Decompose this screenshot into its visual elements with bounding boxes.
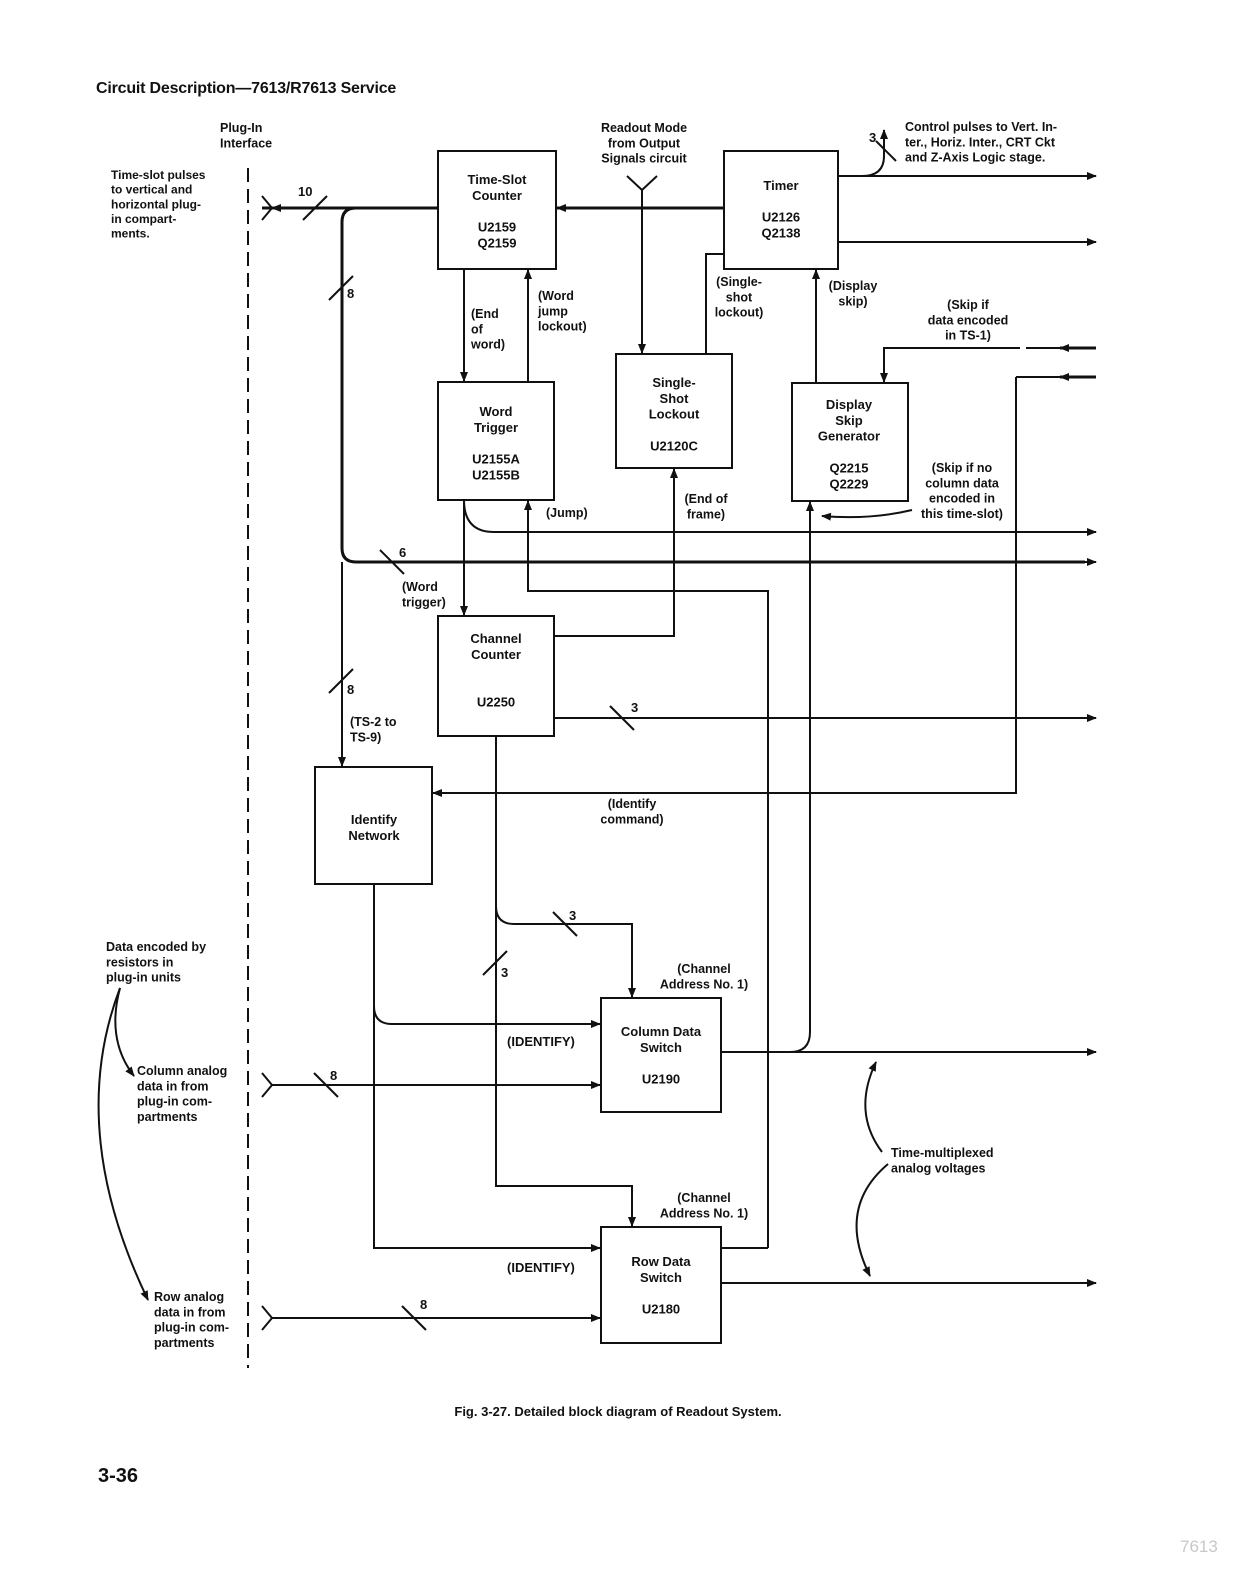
bus-width-row-in: 8 <box>420 1297 427 1312</box>
control-pulses-label: Control pulses to Vert. In-ter., Horiz. … <box>905 120 1057 165</box>
identify-to-column-line <box>373 884 601 1028</box>
bus-width-control: 3 <box>869 130 876 145</box>
single-shot-to-timer-line <box>705 253 724 354</box>
display-skip-generator-block <box>791 382 909 502</box>
bus-slash-row-in <box>401 1305 427 1331</box>
page-number: 3-36 <box>98 1465 139 1487</box>
bus-slash-10 <box>302 195 328 221</box>
word-trigger-block <box>437 381 555 501</box>
identify-label-1: (IDENTIFY) <box>507 1034 575 1049</box>
bus-slash-8a <box>328 275 354 301</box>
identify-to-row-line <box>373 1000 601 1252</box>
data-encoded-arrow-col <box>114 987 135 1077</box>
plugin-connector-row <box>261 1305 274 1331</box>
bus-slash-chan-col <box>552 911 578 937</box>
ts-vertical-bus <box>340 206 1085 564</box>
bus-slash-chan-row <box>482 950 508 976</box>
timer-control-output <box>838 129 888 177</box>
bus-width-chan-col: 3 <box>569 908 576 923</box>
bus-width-col-in: 8 <box>330 1068 337 1083</box>
bus-width-chan-row: 3 <box>501 965 508 980</box>
jump-return-line <box>524 500 769 1248</box>
single-shot-lockout-block <box>615 353 733 469</box>
channel-counter-block <box>437 615 555 737</box>
channel-to-row-bus <box>495 900 636 1227</box>
bus-width-chan-out: 3 <box>631 700 638 715</box>
bus-width-6: 6 <box>399 545 406 560</box>
timer-block <box>723 150 839 270</box>
jump-label: (Jump) <box>546 506 588 520</box>
figure-caption: Fig. 3-27. Detailed block diagram of Rea… <box>454 1404 782 1419</box>
readout-mode-input <box>626 175 658 192</box>
time-multiplexed-arrow-up <box>864 1061 883 1153</box>
bus-width-8a: 8 <box>347 286 354 301</box>
time-slot-counter-block <box>437 150 557 270</box>
bus-slash-6 <box>379 549 405 575</box>
column-to-display-skip <box>789 501 814 1053</box>
identify-network-block <box>314 766 433 885</box>
end-of-frame-line <box>554 468 678 637</box>
data-encoded-arrow-row <box>97 987 149 1301</box>
plugin-connector-col <box>261 1072 274 1098</box>
page-header: Circuit Description—7613/R7613 Service <box>96 80 397 97</box>
time-multiplexed-arrow-down <box>855 1163 889 1277</box>
bus-width-8b: 8 <box>347 682 354 697</box>
bus-width-10: 10 <box>298 184 312 199</box>
bus-slash-col-in <box>313 1072 339 1098</box>
identify-command-line <box>432 377 1017 797</box>
skip-no-column-arrow <box>821 509 913 521</box>
channel-to-column-bus <box>495 736 636 998</box>
watermark: 7613 <box>1180 1537 1218 1556</box>
skip-ts1-line <box>880 347 1020 383</box>
bus-slash-chan-out <box>609 705 635 731</box>
row-data-switch-block <box>600 1226 722 1344</box>
bus-slash-control <box>875 140 897 162</box>
bus-slash-8b <box>328 668 354 694</box>
column-data-switch-block <box>600 997 722 1113</box>
identify-label-2: (IDENTIFY) <box>507 1260 575 1275</box>
